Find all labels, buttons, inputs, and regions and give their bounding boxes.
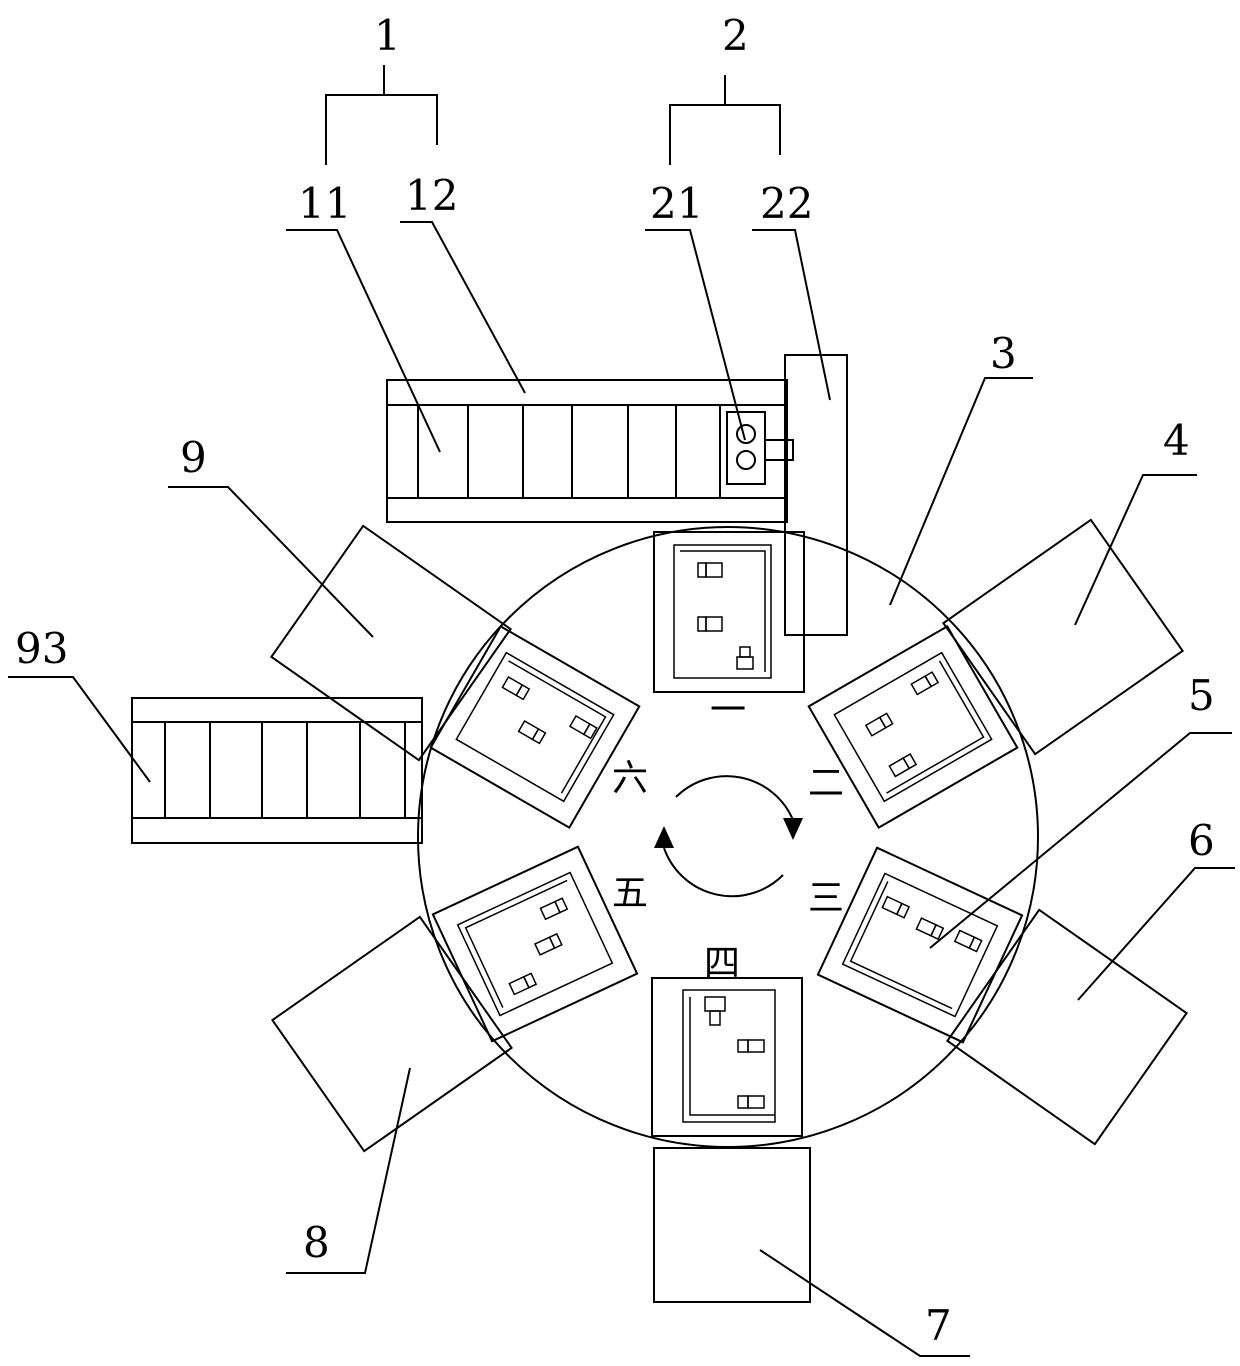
fixture-top [654, 532, 804, 692]
station-markers: 一 二 三 四 五 六 [612, 690, 844, 984]
label-1: 1 [374, 11, 401, 60]
reference-numerals: 1 2 11 12 21 22 3 4 5 6 7 8 9 93 [15, 11, 1215, 1350]
label-4: 4 [1163, 416, 1190, 465]
label-11: 11 [298, 179, 351, 228]
station-2: 二 [808, 763, 844, 804]
fixture-bottom [652, 978, 802, 1136]
label-93: 93 [15, 624, 68, 673]
label-8: 8 [303, 1218, 330, 1267]
label-12: 12 [405, 171, 458, 220]
rotation-arrows [654, 776, 803, 896]
station-box-7 [654, 1148, 810, 1302]
station-box-6 [947, 910, 1186, 1144]
fixture-upper-left [431, 626, 640, 827]
manipulator-arm-22 [785, 355, 847, 635]
bracket-2 [670, 75, 780, 165]
station-6: 六 [612, 758, 648, 799]
label-6: 6 [1188, 816, 1215, 865]
bracket-1 [326, 65, 437, 165]
label-5: 5 [1188, 671, 1215, 720]
fixture-lower-right [818, 848, 1022, 1043]
station-4: 四 [704, 943, 740, 984]
rotary-table [418, 527, 1038, 1147]
label-22: 22 [760, 179, 813, 228]
station-box-8 [272, 917, 511, 1151]
gripper-21 [727, 412, 793, 484]
label-3: 3 [990, 329, 1017, 378]
fixture-lower-left [433, 847, 637, 1042]
station-1: 一 [710, 690, 746, 731]
station-5: 五 [612, 873, 648, 914]
output-conveyor-93 [132, 698, 422, 843]
label-2: 2 [722, 11, 749, 60]
station-3: 三 [808, 878, 844, 919]
label-9: 9 [180, 433, 207, 482]
label-7: 7 [925, 1301, 952, 1350]
label-21: 21 [650, 179, 703, 228]
